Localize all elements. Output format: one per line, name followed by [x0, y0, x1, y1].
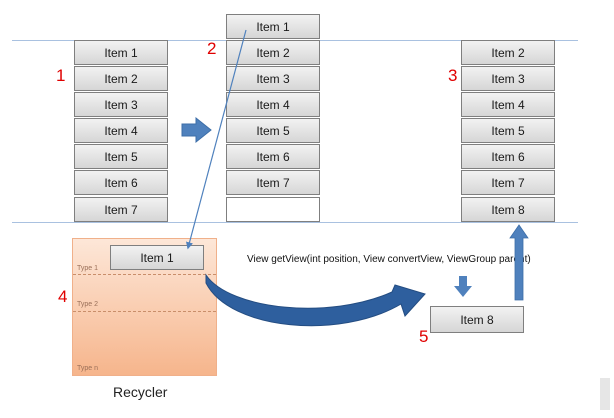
list-item: Item 2	[74, 66, 168, 91]
list-item: Item 7	[226, 170, 320, 195]
list-item: Item 6	[74, 170, 168, 195]
list-item: Item 3	[226, 66, 320, 91]
list-item: Item 7	[74, 197, 168, 222]
recycle-arrow	[186, 29, 247, 250]
empty-slot	[226, 197, 320, 222]
curved-arrow	[205, 273, 426, 327]
step-number-3: 3	[448, 66, 458, 85]
list-item: Item 1	[74, 40, 168, 65]
type-label: Type n	[77, 365, 99, 372]
list-item: Item 4	[74, 118, 168, 143]
up-arrow	[509, 224, 529, 301]
step-number-2: 2	[207, 39, 217, 58]
list-item: Item 5	[226, 118, 320, 143]
type-divider	[73, 274, 216, 275]
list-item: Item 2	[461, 40, 555, 65]
list-item: Item 5	[461, 118, 555, 143]
recycler-caption: Recycler	[113, 384, 168, 400]
list-item: Item 4	[461, 92, 555, 117]
new-item: Item 8	[430, 306, 524, 333]
right-block-arrow	[181, 116, 212, 144]
list-item: Item 6	[226, 144, 320, 169]
type-label: Type 2	[77, 301, 99, 308]
down-arrow	[454, 276, 472, 297]
getview-signature: View getView(int position, View convertV…	[247, 254, 531, 265]
step-number-1: 1	[56, 66, 66, 85]
list-item: Item 6	[461, 144, 555, 169]
list-item: Item 7	[461, 170, 555, 195]
viewport-bottom-line	[12, 222, 578, 223]
step-number-5: 5	[419, 327, 429, 346]
list-item: Item 1	[226, 14, 320, 39]
type-divider	[73, 311, 216, 312]
list-item: Item 8	[461, 197, 555, 222]
list-item: Item 3	[461, 66, 555, 91]
type-label: Type 1	[77, 265, 99, 272]
list-item: Item 3	[74, 92, 168, 117]
edge-shadow	[600, 378, 610, 410]
list-item: Item 5	[74, 144, 168, 169]
list-item: Item 4	[226, 92, 320, 117]
step-number-4: 4	[58, 287, 68, 306]
